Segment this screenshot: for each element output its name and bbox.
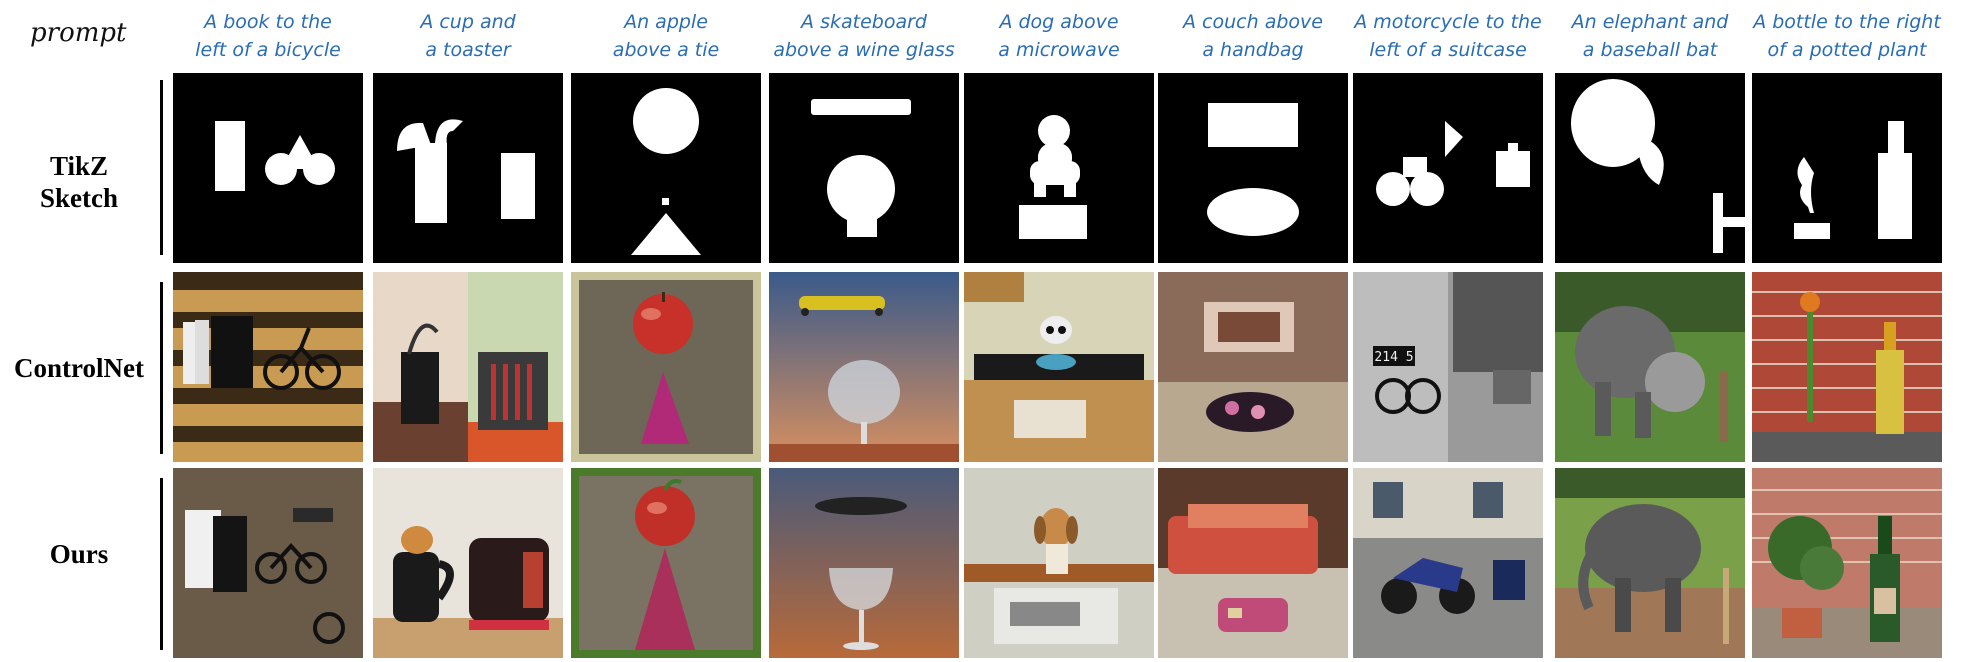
caption-line: A dog above	[999, 11, 1119, 33]
ours-bottle-plant	[1752, 468, 1942, 658]
caption-bottle-plant: A bottle to the right of a potted plant	[1752, 8, 1942, 64]
caption-line: A skateboard	[801, 11, 927, 33]
controlnet-motorcycle-suitcase: 214 5	[1353, 272, 1543, 462]
caption-line: left of a bicycle	[195, 39, 341, 61]
ours-apple-tie	[571, 468, 761, 658]
row-label-line: TikZ	[49, 151, 109, 181]
caption-line: above a tie	[612, 39, 720, 61]
caption-line: An apple	[624, 11, 708, 33]
row-label-tikz-sketch: TikZ Sketch	[0, 150, 158, 214]
sketch-book-bicycle	[173, 73, 363, 263]
ours-elephant-bat	[1555, 468, 1745, 658]
sketch-couch-handbag	[1158, 73, 1348, 263]
caption-dog-microwave: A dog above a microwave	[964, 8, 1154, 64]
row-label-line: Sketch	[39, 183, 118, 213]
caption-line: above a wine glass	[773, 39, 955, 61]
sketch-skateboard-wineglass	[769, 73, 959, 263]
caption-line: a handbag	[1202, 39, 1304, 61]
sketch-motorcycle-suitcase	[1353, 73, 1543, 263]
caption-elephant-bat: An elephant and a baseball bat	[1555, 8, 1745, 64]
caption-line: An elephant and	[1571, 11, 1729, 33]
row-divider	[160, 80, 163, 255]
caption-line: a toaster	[425, 39, 511, 61]
row-label-line: Ours	[49, 539, 109, 569]
caption-line: A motorcycle to the	[1354, 11, 1542, 33]
prompt-label: prompt	[30, 18, 127, 48]
sign-text: 214 5	[1374, 350, 1413, 365]
caption-line: A bottle to the right	[1753, 11, 1941, 33]
ours-cup-toaster	[373, 468, 563, 658]
sketch-elephant-bat	[1555, 73, 1745, 263]
caption-skateboard-wineglass: A skateboard above a wine glass	[769, 8, 959, 64]
caption-book-bicycle: A book to the left of a bicycle	[173, 8, 363, 64]
controlnet-couch-handbag	[1158, 272, 1348, 462]
row-label-ours: Ours	[0, 538, 158, 570]
row-label-controlnet: ControlNet	[0, 352, 158, 384]
caption-couch-handbag: A couch above a handbag	[1158, 8, 1348, 64]
row-label-line: ControlNet	[14, 353, 144, 383]
caption-line: a microwave	[998, 39, 1120, 61]
caption-line: of a potted plant	[1767, 39, 1927, 61]
sketch-dog-microwave	[964, 73, 1154, 263]
controlnet-dog-microwave	[964, 272, 1154, 462]
controlnet-apple-tie	[571, 272, 761, 462]
controlnet-bottle-plant	[1752, 272, 1942, 462]
controlnet-book-bicycle	[173, 272, 363, 462]
row-divider	[160, 282, 163, 454]
controlnet-elephant-bat	[1555, 272, 1745, 462]
caption-motorcycle-suitcase: A motorcycle to the left of a suitcase	[1353, 8, 1543, 64]
caption-line: left of a suitcase	[1369, 39, 1527, 61]
caption-line: A cup and	[420, 11, 516, 33]
caption-line: a baseball bat	[1582, 39, 1718, 61]
sketch-cup-toaster	[373, 73, 563, 263]
sketch-apple-tie	[571, 73, 761, 263]
caption-line: A couch above	[1183, 11, 1323, 33]
ours-couch-handbag	[1158, 468, 1348, 658]
ours-motorcycle-suitcase	[1353, 468, 1543, 658]
caption-apple-tie: An apple above a tie	[571, 8, 761, 64]
ours-book-bicycle	[173, 468, 363, 658]
controlnet-skateboard-wineglass	[769, 272, 959, 462]
row-divider	[160, 478, 163, 650]
controlnet-cup-toaster	[373, 272, 563, 462]
ours-dog-microwave	[964, 468, 1154, 658]
sketch-bottle-plant	[1752, 73, 1942, 263]
caption-cup-toaster: A cup and a toaster	[373, 8, 563, 64]
caption-line: A book to the	[204, 11, 332, 33]
ours-skateboard-wineglass	[769, 468, 959, 658]
